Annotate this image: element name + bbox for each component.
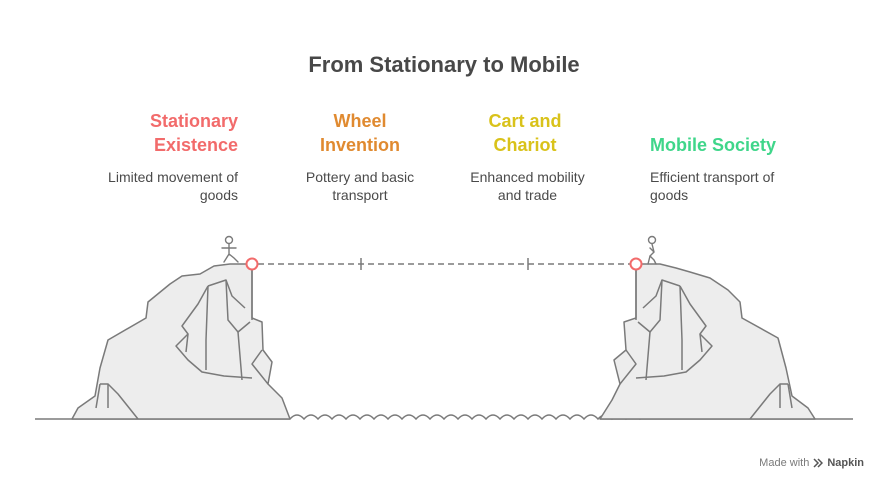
- left-cliff-lines: [95, 264, 269, 420]
- made-with-text: Made with: [759, 457, 810, 469]
- diagram-title: From Stationary to Mobile: [308, 52, 580, 77]
- stage-3-desc: Enhanced mobility and trade: [470, 169, 585, 203]
- person-waiting-icon: [647, 235, 657, 265]
- stage-2-title: Wheel Invention: [320, 111, 400, 155]
- person-standing-icon: [221, 235, 239, 263]
- footer-credit: Made with Napkin: [759, 457, 864, 469]
- stage-3-title: Cart and Chariot: [488, 111, 562, 155]
- stage-2-desc: Pottery and basic transport: [305, 169, 415, 203]
- napkin-logo-icon: [813, 458, 824, 468]
- stage-1-desc: Limited movement of goods: [108, 169, 238, 203]
- water-waves: [289, 414, 655, 421]
- end-marker: [629, 257, 643, 271]
- stage-4-desc: Efficient transport of goods: [650, 169, 775, 203]
- brand-name: Napkin: [827, 457, 864, 469]
- stage-1-title: Stationary Existence: [149, 111, 238, 155]
- right-cliff-lines: [619, 264, 793, 420]
- start-marker: [245, 257, 259, 271]
- stage-4-title: Mobile Society: [650, 135, 777, 155]
